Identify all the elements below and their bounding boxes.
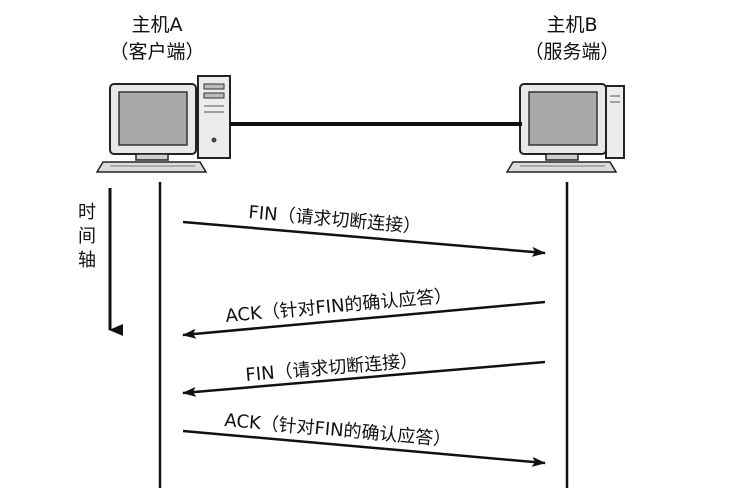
message-arrow-2 (182, 300, 546, 339)
time-axis-char-3: 轴 (78, 250, 96, 271)
time-axis-char-1: 时 (78, 202, 96, 223)
message-arrow-4 (182, 429, 546, 467)
message-arrow-3 (182, 360, 546, 397)
host-b-name: 主机B (546, 14, 597, 36)
host-b-computer-icon (505, 83, 625, 173)
host-b-role: （服务端） (524, 41, 619, 63)
host-a-computer-icon (95, 75, 231, 173)
host-a-role: （客户端） (109, 41, 204, 63)
time-axis-char-2: 间 (78, 226, 96, 247)
message-arrow-1 (182, 220, 546, 257)
message-label-1: FIN（请求切断连接） (248, 202, 422, 238)
host-a-name: 主机A (132, 14, 183, 36)
